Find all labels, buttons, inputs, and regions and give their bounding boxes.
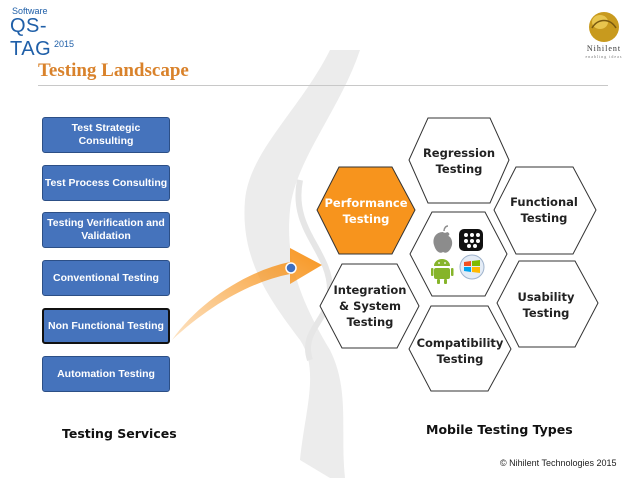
hex-label-functional: Functional Testing xyxy=(510,195,578,225)
hex-usability[interactable] xyxy=(496,260,599,348)
hex-label-usability: Usability Testing xyxy=(517,290,575,320)
hex-label-performance: Performance Testing xyxy=(324,196,408,226)
services-caption: Testing Services xyxy=(62,426,177,441)
hex-center xyxy=(409,211,508,297)
logo-top-text: Software xyxy=(12,6,48,16)
logo-year-text: 2015 xyxy=(54,39,75,49)
service-testing-verification-validation[interactable]: Testing Verification and Validation xyxy=(42,212,170,248)
title-divider xyxy=(38,85,608,86)
company-tagline: enabling ideas xyxy=(585,54,623,59)
logo-main-text: QS-TAG xyxy=(10,15,52,60)
hex-label-compatibility: Compatibility Testing xyxy=(416,336,504,366)
service-automation-testing[interactable]: Automation Testing xyxy=(42,356,170,392)
hex-regression[interactable] xyxy=(408,117,510,204)
mobile-caption: Mobile Testing Types xyxy=(426,422,573,437)
arrow-node-icon xyxy=(285,262,297,274)
hex-label-regression: Regression Testing xyxy=(422,146,496,176)
service-conventional-testing[interactable]: Conventional Testing xyxy=(42,260,170,296)
copyright-text: © Nihilent Technologies 2015 xyxy=(500,458,617,468)
page-title: Testing Landscape xyxy=(38,60,189,81)
hex-functional[interactable] xyxy=(493,166,597,255)
service-non-functional-testing[interactable]: Non Functional Testing xyxy=(42,308,170,344)
blackberry-icon xyxy=(459,229,483,251)
service-test-process-consulting[interactable]: Test Process Consulting xyxy=(42,165,170,201)
apple-icon xyxy=(433,225,453,253)
hex-integration[interactable] xyxy=(319,263,420,349)
company-name: Nihilent xyxy=(586,44,622,53)
nihilent-egg-logo-icon xyxy=(589,12,619,42)
qs-tag-logo: Software QS-TAG 2015 xyxy=(8,6,88,60)
android-icon xyxy=(431,259,454,284)
hex-compatibility[interactable] xyxy=(408,305,512,392)
hex-performance[interactable] xyxy=(316,166,416,255)
windows-icon xyxy=(459,254,485,280)
service-test-strategic-consulting[interactable]: Test Strategic Consulting xyxy=(42,117,170,153)
hex-label-integration: Integration & System Testing xyxy=(333,283,407,329)
